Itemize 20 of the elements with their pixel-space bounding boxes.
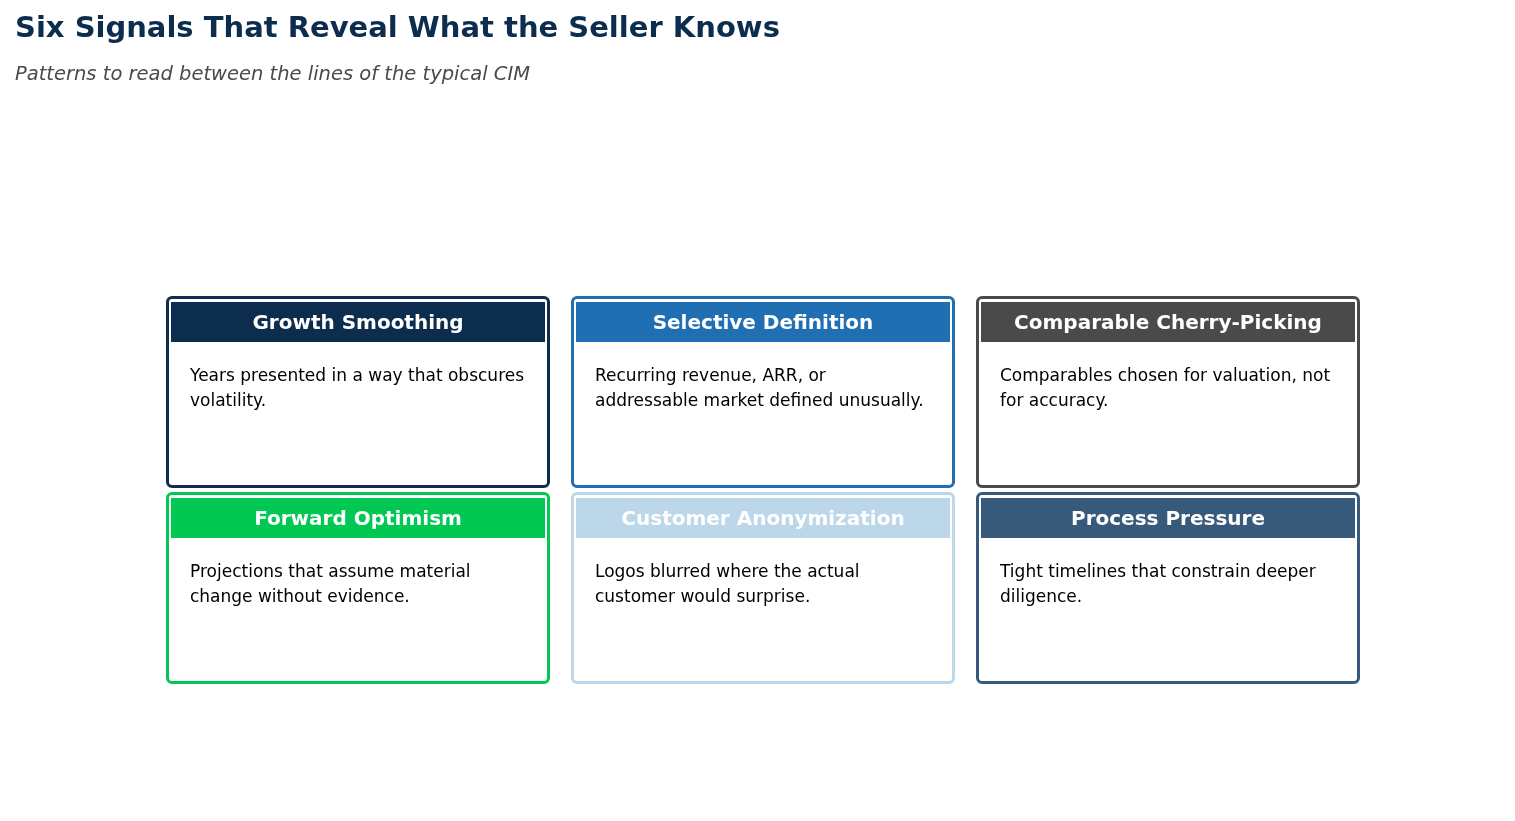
signal-card (976, 492, 1360, 684)
card-heading: Selective Definition (576, 302, 950, 342)
signal-card (166, 296, 550, 488)
card-description: Years presented in a way that obscures volatility. (190, 364, 526, 412)
signal-card (976, 296, 1360, 488)
signal-card (571, 296, 955, 488)
card-description: Recurring revenue, ARR, or addressable market defined unusually. (595, 364, 925, 412)
card-heading: Process Pressure (981, 498, 1355, 538)
card-heading: Growth Smoothing (171, 302, 545, 342)
card-description: Tight timelines that constrain deeper diligence. (1000, 560, 1317, 608)
signal-card (571, 492, 955, 684)
card-description: Logos blurred where the actual customer would surprise. (595, 560, 861, 608)
title: Six Signals That Reveal What the Seller Knows (15, 10, 780, 44)
card-heading: Forward Optimism (171, 498, 545, 538)
card-heading: Comparable Cherry-Picking (981, 302, 1355, 342)
subtitle: Patterns to read between the lines of the typical CIM (15, 62, 530, 85)
card-description: Projections that assume material change without evidence. (190, 560, 472, 608)
signal-card (166, 492, 550, 684)
card-description: Comparables chosen for valuation, not for accuracy. (1000, 364, 1332, 412)
card-heading: Customer Anonymization (576, 498, 950, 538)
